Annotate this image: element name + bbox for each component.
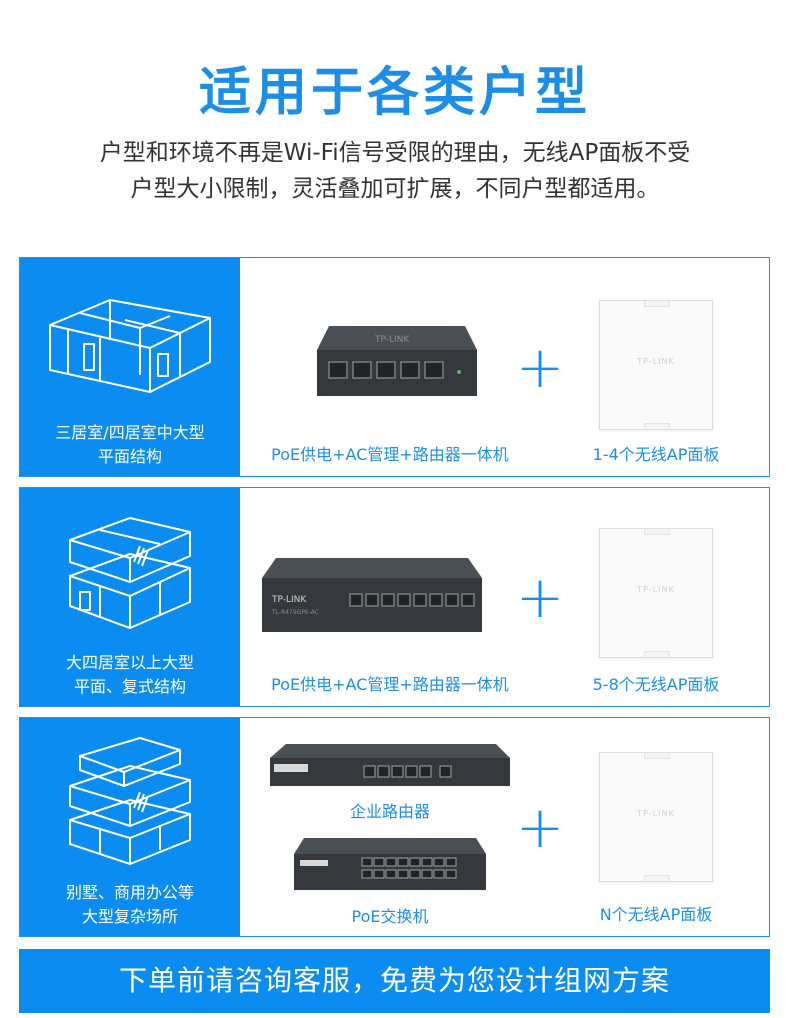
poe-switch-device-image xyxy=(294,838,486,890)
house-type-panel: 大四居室以上大型 平面、复式结构 xyxy=(20,488,240,706)
wireless-ap-panel-image: TP-LINK xyxy=(599,300,713,430)
house-type-label: 大四居室以上大型 平面、复式结构 xyxy=(65,653,194,696)
scenario-row-2: 大四居室以上大型 平面、复式结构 TP-LINK TL-R479GPE-AC P… xyxy=(19,487,770,707)
house-type-label: 别墅、商用办公等 大型复杂场所 xyxy=(65,883,194,926)
plus-icon: + xyxy=(515,793,565,861)
panel-brand-text: TP-LINK xyxy=(637,809,675,818)
panel-brand-text: TP-LINK xyxy=(637,357,675,366)
panel-brand-text: TP-LINK xyxy=(637,585,675,594)
device-label: PoE供电+AC管理+路由器一体机 xyxy=(271,445,509,464)
plus-icon: + xyxy=(515,563,565,631)
device-brand-text: TP-LINK xyxy=(374,335,410,345)
house-type-label: 三居室/四居室中大型 平面结构 xyxy=(55,423,205,466)
wireless-ap-panel-image: TP-LINK xyxy=(599,528,713,658)
page-title: 适用于各类户型 xyxy=(198,63,591,123)
three-floor-villa-icon xyxy=(69,737,191,865)
scenario-row-1: 三居室/四居室中大型 平面结构 TP-LINK PoE供电+AC管理+路由器一体… xyxy=(19,257,770,477)
panel-label: 1-4个无线AP面板 xyxy=(592,445,720,464)
floorplan-house-icon xyxy=(49,299,211,393)
plus-icon: + xyxy=(515,333,565,401)
rack-poe-ac-router-device-image: TP-LINK TL-R479GPE-AC xyxy=(262,558,482,632)
panel-label: N个无线AP面板 xyxy=(599,905,713,924)
device-label: PoE供电+AC管理+路由器一体机 xyxy=(271,675,509,694)
panel-label: 5-8个无线AP面板 xyxy=(592,675,720,694)
consult-banner[interactable]: 下单前请咨询客服，免费为您设计组网方案 xyxy=(19,949,770,1013)
wireless-ap-panel-image: TP-LINK xyxy=(599,752,713,882)
two-floor-house-icon xyxy=(69,517,191,629)
subtitle-line-1: 户型和环境不再是Wi-Fi信号受限的理由，无线AP面板不受 xyxy=(99,140,691,166)
device-brand-text: TP-LINK xyxy=(271,595,307,605)
house-type-panel: 三居室/四居室中大型 平面结构 xyxy=(20,258,240,476)
scenario-row-3: 别墅、商用办公等 大型复杂场所 企业路由器 PoE交换机 + TP-LINK N… xyxy=(19,717,770,937)
subtitle-line-2: 户型大小限制，灵活叠加可扩展，不同户型都适用。 xyxy=(130,176,660,202)
poe-ac-router-device-image: TP-LINK xyxy=(317,326,477,396)
page-subtitle: 户型和环境不再是Wi-Fi信号受限的理由，无线AP面板不受 户型大小限制，灵活叠… xyxy=(30,135,760,207)
device-model-text: TL-R479GPE-AC xyxy=(271,609,319,616)
poe-switch-label: PoE交换机 xyxy=(351,907,429,926)
enterprise-router-device-image xyxy=(270,744,510,786)
enterprise-router-label: 企业路由器 xyxy=(349,802,430,821)
house-type-panel: 别墅、商用办公等 大型复杂场所 xyxy=(20,718,240,936)
